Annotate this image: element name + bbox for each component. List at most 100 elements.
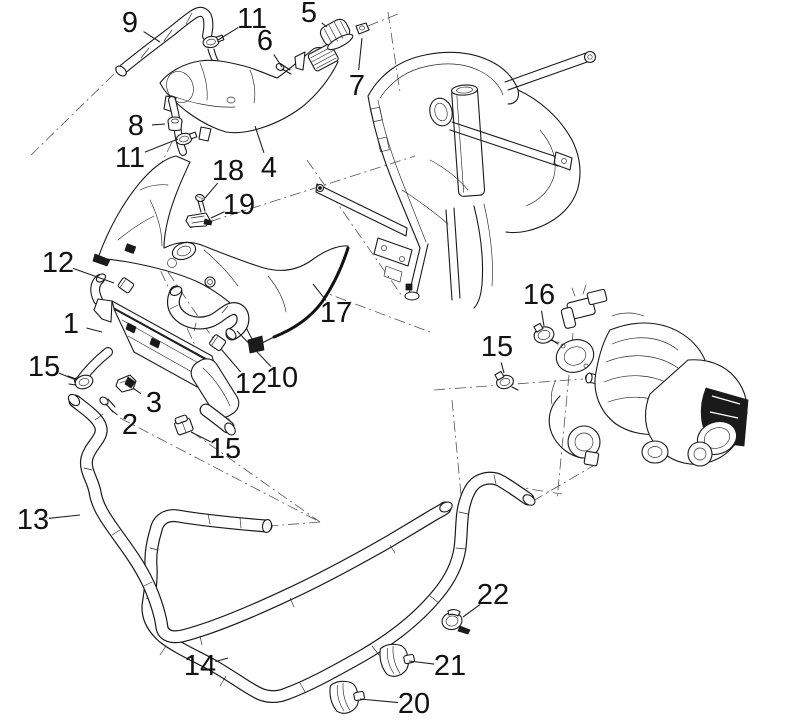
callout-leader-1 (86, 327, 103, 333)
callout-label-19: 19 (223, 189, 255, 221)
callout-label-16: 16 (523, 279, 555, 311)
callout-label-12b: 12 (235, 368, 267, 400)
panel-screw (195, 193, 206, 213)
callout-label-7: 7 (349, 70, 365, 102)
construction-line (189, 155, 416, 229)
callout-label-6: 6 (257, 25, 273, 57)
callout-leader-10 (236, 330, 272, 367)
clamp-22 (441, 609, 471, 635)
engine-drawing (548, 284, 749, 467)
hose-10-open-end (169, 286, 183, 296)
callout-label-2: 2 (122, 409, 138, 441)
construction-line (119, 417, 321, 523)
rubber-mount-20 (329, 680, 366, 714)
callout-label-11a: 11 (237, 3, 267, 35)
callout-leader-15a (58, 372, 77, 381)
grommet (167, 116, 183, 132)
callout-leader-9 (143, 31, 161, 43)
callout-leader-8 (151, 123, 166, 126)
callout-leader-6 (273, 54, 283, 68)
hose-clamp-11b (175, 131, 198, 146)
callout-leader-12b (220, 348, 242, 373)
steering-head-tube (450, 84, 486, 197)
tank-screw (275, 63, 292, 75)
callout-label-1: 1 (63, 308, 79, 340)
callout-label-11b: 11 (115, 142, 145, 174)
inner-panel (92, 155, 350, 354)
callout-leader-11a (217, 26, 239, 41)
radiator-assembly (67, 273, 243, 436)
callout-label-10: 10 (266, 362, 298, 394)
steering-axis-line (387, 11, 401, 93)
callout-label-12a: 12 (42, 247, 74, 279)
callout-leader-22 (462, 604, 481, 618)
clamp-16 (533, 322, 559, 345)
hose-9-open-end (115, 65, 127, 77)
callout-label-21: 21 (434, 650, 466, 682)
clip-nut (355, 22, 370, 35)
construction-line (532, 462, 599, 502)
frame-drawing (315, 50, 597, 309)
construction-line (27, 73, 115, 159)
coolant-hoses (67, 393, 536, 696)
callout-label-3: 3 (146, 387, 162, 419)
callout-leader-3 (132, 387, 142, 395)
callout-label-20: 20 (398, 688, 430, 720)
frame-cross-rail (315, 183, 408, 237)
callout-leader-15b (500, 362, 505, 374)
radiator-bracket (93, 298, 113, 323)
clamp-15a (67, 374, 94, 390)
callout-label-18: 18 (212, 155, 244, 187)
construction-line (451, 399, 463, 506)
clamp-15b (494, 370, 519, 391)
callout-label-5: 5 (301, 0, 317, 29)
rubber-mount-21 (379, 643, 416, 677)
fitting-12a (117, 277, 135, 294)
construction-line (269, 521, 321, 527)
callout-leader-5 (321, 22, 328, 28)
construction-line (306, 159, 403, 297)
callout-label-4: 4 (261, 152, 277, 184)
thermostat-housing (555, 339, 612, 383)
throttle-body (560, 284, 608, 329)
filler-cap (319, 18, 354, 51)
callout-label-8: 8 (128, 110, 144, 142)
callout-leader-4 (254, 125, 265, 153)
radiator-tank (190, 358, 240, 418)
callout-label-13: 13 (17, 504, 49, 536)
callout-label-22: 22 (477, 579, 509, 611)
clamp-15c (174, 414, 194, 436)
callout-label-15c: 15 (209, 433, 241, 465)
construction-line (191, 431, 321, 523)
callout-leader-21 (408, 660, 435, 665)
radiator-outlet-end (224, 422, 236, 436)
callout-leader-20 (359, 698, 399, 704)
callout-label-17: 17 (320, 297, 352, 329)
callout-leader-2 (109, 408, 118, 416)
callout-label-15b: 15 (481, 331, 513, 363)
filler-neck (307, 43, 339, 72)
callout-leader-16 (541, 310, 545, 327)
callout-leader-17 (312, 283, 327, 301)
callout-label-15a: 15 (28, 351, 60, 383)
callout-leader-19 (210, 211, 225, 219)
pump-fitting (583, 450, 600, 467)
expansion-tank-assembly (115, 12, 370, 152)
water-pump-cover (567, 425, 601, 459)
hose-clamp-11a (202, 34, 225, 49)
hose-14-open-end (261, 518, 273, 534)
callout-leader-11b (144, 138, 179, 153)
fitting-12b (209, 334, 227, 352)
callout-leader-18 (204, 182, 219, 199)
radiator-screw (99, 396, 116, 413)
horn-opening (171, 241, 197, 261)
construction-line (433, 378, 584, 391)
construction-line (367, 13, 399, 27)
callout-leader-14 (215, 657, 229, 663)
callout-leader-15c (190, 431, 211, 443)
hose-13-open-end (67, 393, 81, 407)
radiator-clip (115, 374, 137, 393)
